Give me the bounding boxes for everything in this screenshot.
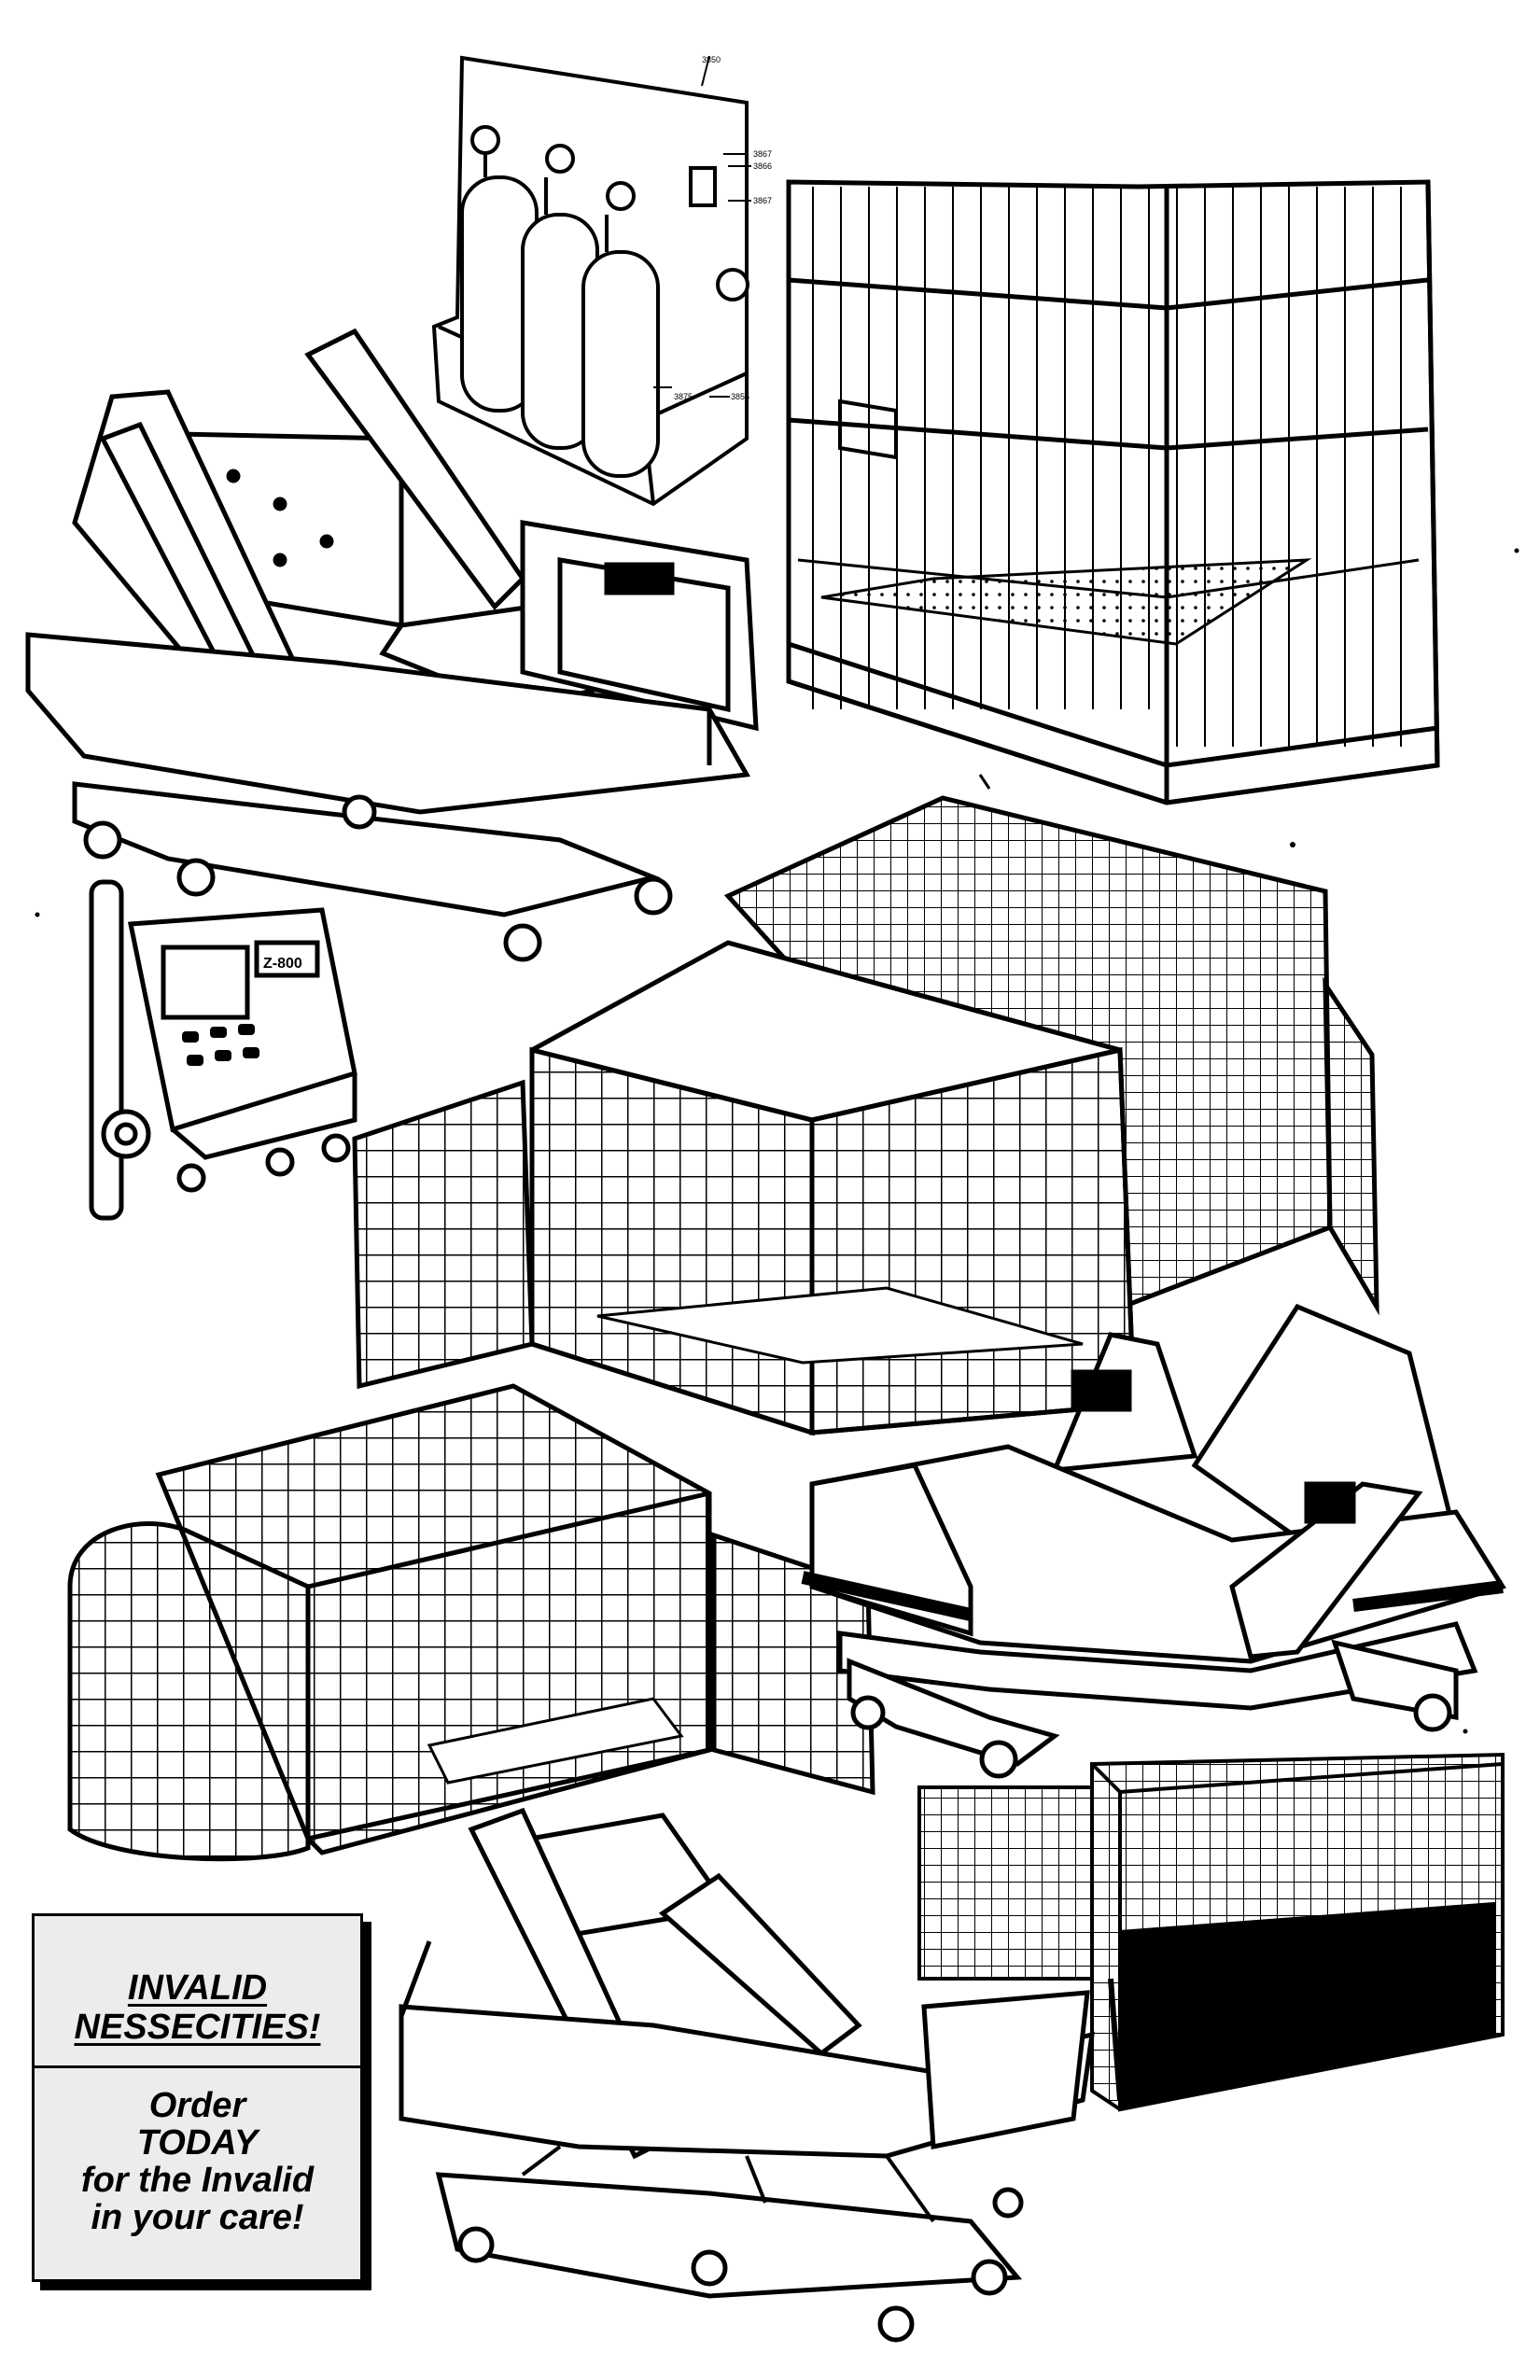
advert-divider (35, 2065, 360, 2068)
padded-bed-icon (801, 1303, 1506, 1779)
playpen-crate-icon (67, 1383, 875, 1862)
decorative-specks (35, 548, 1519, 1734)
advert-headline: INVALID NESSECITIES! (74, 1968, 321, 2047)
advert-body: Order TODAY for the Invalid in your care… (80, 2086, 315, 2237)
small-crate-icon (917, 1752, 1505, 2112)
cart-ref-3850: 3850 (702, 55, 721, 64)
infusion-pump-icon (89, 879, 357, 1221)
cart-ref-3867-low: 3867 (753, 196, 772, 205)
tall-cage-icon (786, 179, 1440, 805)
cart-ref-3866: 3866 (753, 161, 772, 171)
cart-ref-3855: 3855 (731, 392, 749, 401)
hospital-bed-icon (25, 328, 759, 962)
cart-ref-3875: 3875 (674, 392, 693, 401)
adjustable-bed-icon (399, 1807, 1095, 2343)
pump-brand-label: Z-800 (263, 956, 302, 972)
oxygen-cart-icon (431, 55, 751, 507)
wire-crate-icon (352, 795, 1379, 1436)
advert-panel: INVALID NESSECITIES! Order TODAY for the… (32, 1913, 363, 2282)
cart-ref-3867-top: 3867 (753, 149, 772, 159)
